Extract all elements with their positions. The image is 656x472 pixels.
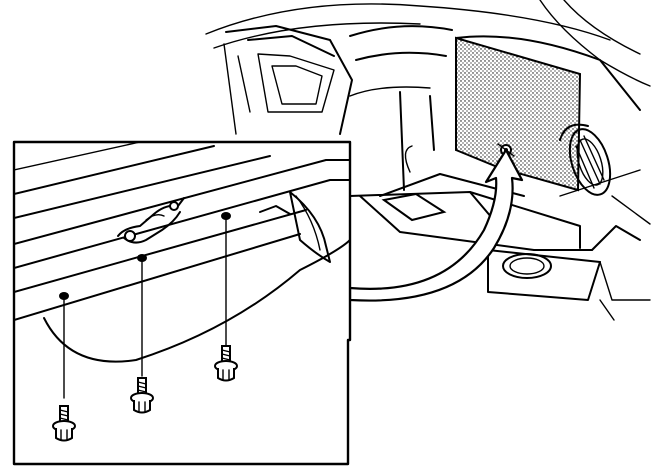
air-vent xyxy=(559,123,612,196)
inset-dash-rails xyxy=(14,142,350,321)
inset-glovebox-body xyxy=(43,191,350,363)
dash-center-wall xyxy=(349,25,453,191)
glovebox-recess xyxy=(455,35,641,192)
latch-striker xyxy=(117,197,185,244)
curved-arrow-icon xyxy=(348,148,524,302)
lower-dash-tray xyxy=(349,145,651,321)
bolt-icon xyxy=(52,345,238,442)
left-trim-panel xyxy=(223,25,353,135)
detail-inset xyxy=(12,140,352,466)
bolt-leader-lines xyxy=(63,215,227,399)
dashboard-background xyxy=(205,0,651,321)
